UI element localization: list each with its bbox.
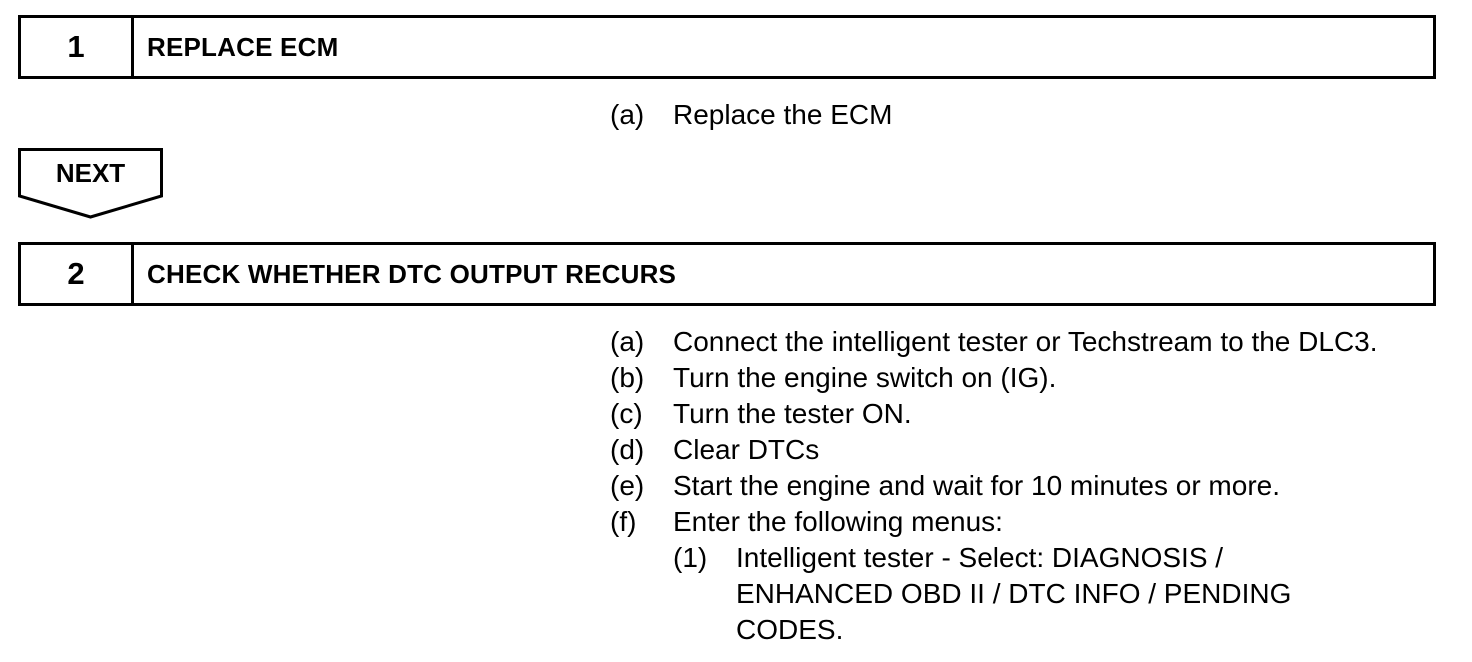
instruction-item: (c) Turn the tester ON.: [610, 396, 1378, 432]
instruction-text: Turn the engine switch on (IG).: [673, 362, 1057, 393]
instruction-item: (e) Start the engine and wait for 10 min…: [610, 468, 1378, 504]
step-1-title: REPLACE ECM: [147, 31, 339, 62]
step-2-header: 2 CHECK WHETHER DTC OUTPUT RECURS: [18, 242, 1436, 306]
instruction-item: (a) Replace the ECM: [610, 97, 892, 133]
instruction-label: (a): [610, 326, 645, 357]
step-1-number: 1: [21, 18, 134, 76]
sub-instruction-label: (1): [673, 542, 708, 573]
instruction-item: (f) Enter the following menus:: [610, 504, 1378, 540]
step-2-instructions: (a) Connect the intelligent tester or Te…: [610, 324, 1378, 648]
instruction-label: (c): [610, 398, 643, 429]
instruction-text: Clear DTCs: [673, 434, 820, 465]
step-2-title: CHECK WHETHER DTC OUTPUT RECURS: [147, 258, 677, 289]
instruction-label: (a): [610, 99, 645, 130]
instruction-text: Connect the intelligent tester or Techst…: [673, 326, 1378, 357]
step-1-header: 1 REPLACE ECM: [18, 15, 1436, 79]
instruction-item: (b) Turn the engine switch on (IG).: [610, 360, 1378, 396]
instruction-item: (d) Clear DTCs: [610, 432, 1378, 468]
sub-instruction-text: Intelligent tester - Select: DIAGNOSIS /…: [736, 542, 1292, 645]
instruction-text: Enter the following menus:: [673, 506, 1003, 537]
next-arrow-shape: [18, 148, 163, 219]
next-arrow: NEXT: [18, 148, 163, 220]
instruction-item: (a) Connect the intelligent tester or Te…: [610, 324, 1378, 360]
sub-instruction-item: (1) Intelligent tester - Select: DIAGNOS…: [610, 540, 1378, 648]
step-2-number: 2: [21, 245, 134, 303]
instruction-text: Replace the ECM: [673, 99, 893, 130]
instruction-label: (e): [610, 470, 645, 501]
instruction-label: (f): [610, 506, 637, 537]
instruction-label: (d): [610, 434, 645, 465]
next-label: NEXT: [55, 158, 126, 188]
step-1-instructions: (a) Replace the ECM: [610, 97, 892, 133]
instruction-label: (b): [610, 362, 645, 393]
instruction-text: Start the engine and wait for 10 minutes…: [673, 470, 1280, 501]
instruction-text: Turn the tester ON.: [673, 398, 912, 429]
